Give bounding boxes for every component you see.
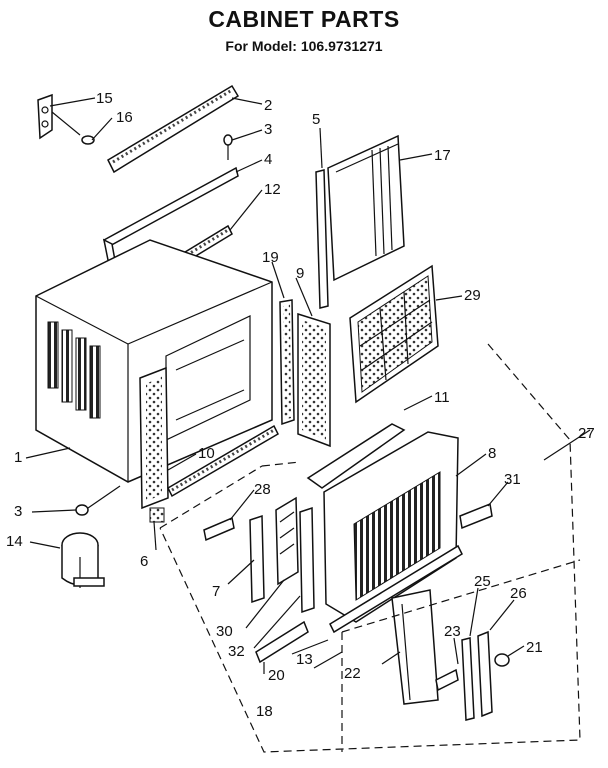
side-curtain-narrow-part [279, 299, 295, 426]
foam-strip-small-part [203, 516, 235, 542]
bottom-seal-part [167, 424, 279, 498]
callout-23: 23 [444, 623, 461, 640]
side-curtain-left-part [139, 366, 169, 510]
vertical-seal-part [299, 506, 315, 614]
callout-27: 27 [578, 425, 595, 442]
motor-mount-part [61, 532, 105, 588]
callout-6: 6 [140, 553, 148, 570]
callout-10: 10 [198, 445, 215, 462]
front-panel-top-part [306, 423, 406, 489]
switch-part [435, 668, 459, 692]
callout-28: 28 [254, 481, 271, 498]
callout-7: 7 [212, 583, 220, 600]
callout-25: 25 [474, 573, 491, 590]
callout-15: 15 [96, 90, 113, 107]
callout-14: 14 [6, 533, 23, 550]
callout-16: 16 [116, 109, 133, 126]
callout-12: 12 [264, 181, 281, 198]
diagram-title: CABINET PARTS [208, 6, 400, 32]
callout-18: 18 [256, 703, 273, 720]
foam-block-part [149, 507, 165, 523]
callout-32: 32 [228, 643, 245, 660]
shaft-right-part [477, 630, 493, 718]
callout-20: 20 [268, 667, 285, 684]
screw-bottom-part [75, 485, 121, 516]
base-rail-part [329, 544, 463, 634]
model-number: For Model: 106.9731271 [225, 38, 383, 54]
callout-labels: 15 16 2 3 4 12 5 17 19 9 29 11 10 8 27 1… [6, 90, 595, 720]
foam-strip-right-part [459, 502, 493, 530]
callout-2: 2 [264, 97, 272, 114]
callout-3-top: 3 [264, 121, 272, 138]
callout-11: 11 [434, 389, 450, 406]
top-rail-part [107, 84, 240, 174]
callout-8: 8 [488, 445, 496, 462]
callout-5: 5 [312, 111, 320, 128]
callout-29: 29 [464, 287, 481, 304]
base-seal-part [255, 620, 309, 664]
callout-31: 31 [504, 471, 521, 488]
leader-lines [25, 97, 591, 674]
side-curtain-wide-part [297, 312, 331, 448]
callout-9: 9 [296, 265, 304, 282]
assembly-outline [159, 343, 581, 753]
control-knob-part [494, 653, 510, 667]
control-box-part [391, 589, 439, 705]
cabinet-shell-part [35, 239, 273, 483]
callout-22: 22 [344, 665, 361, 682]
screw-part [223, 134, 233, 160]
window-frame-part [327, 134, 405, 282]
callout-1: 1 [14, 449, 22, 466]
air-filter-part [349, 264, 439, 404]
callout-4: 4 [264, 151, 272, 168]
mounting-bracket-part [37, 93, 95, 145]
callout-21: 21 [526, 639, 543, 656]
side-post-part [315, 169, 329, 309]
callout-19: 19 [262, 249, 279, 266]
side-seal-part [249, 514, 265, 604]
shaft-left-part [461, 637, 475, 721]
callout-13: 13 [296, 651, 313, 668]
callout-30: 30 [216, 623, 233, 640]
callout-3-bottom: 3 [14, 503, 22, 520]
vent-louver-part [275, 496, 299, 586]
callout-17: 17 [434, 147, 451, 164]
callout-26: 26 [510, 585, 527, 602]
